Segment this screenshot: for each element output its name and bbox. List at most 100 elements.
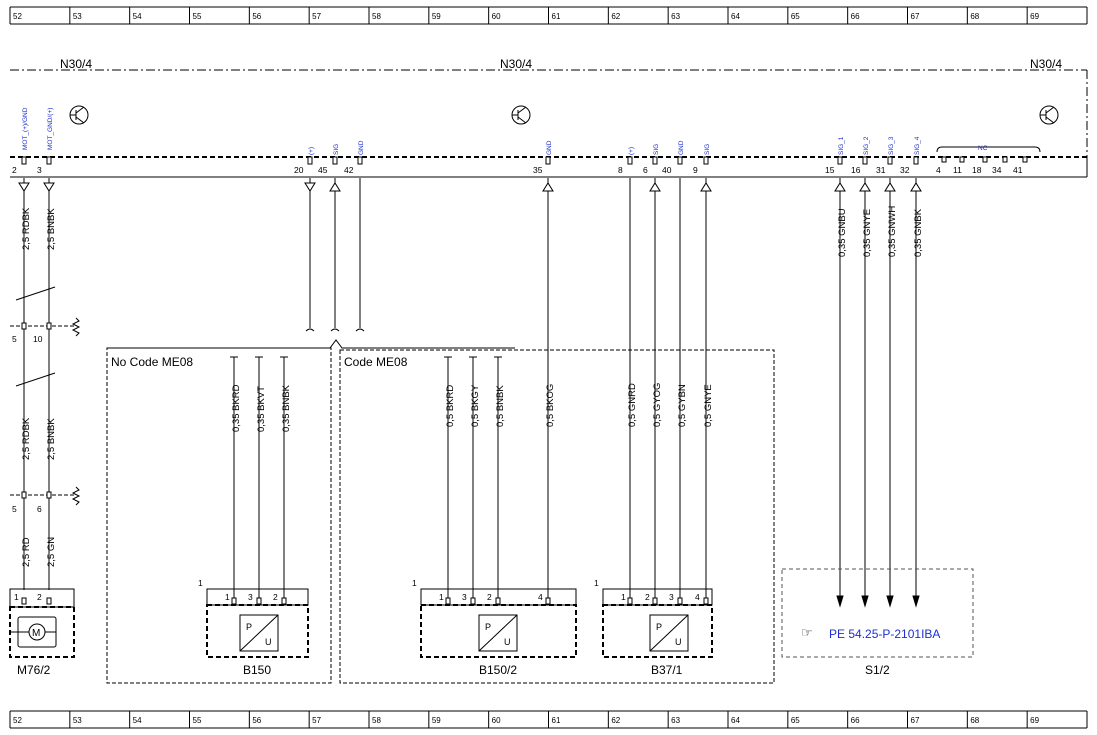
grid-number: 54	[133, 12, 142, 21]
n30-4-label-center: N30/4	[500, 57, 532, 71]
wire-label: 2,5 RDBK	[21, 417, 32, 460]
input-triangle	[859, 182, 871, 192]
grid-number: 69	[1030, 12, 1039, 21]
wire-label: 2,5 BNBK	[46, 208, 57, 250]
b150-pin-2: 2	[273, 592, 278, 602]
grid-number: 64	[731, 716, 740, 725]
pin-number: 20	[294, 165, 304, 175]
grid-number: 58	[372, 716, 381, 725]
b37-1-pin-4: 4	[695, 592, 700, 602]
pin-number: 40	[662, 165, 672, 175]
pin-16-signal: SIG_2	[863, 136, 870, 155]
input-triangle	[834, 182, 846, 192]
pin-2-signal: MOT_(+)/GND	[22, 107, 29, 150]
output-triangle	[43, 182, 55, 192]
component-pin-tab	[495, 597, 501, 605]
component-pin-tab	[231, 597, 237, 605]
wire-label: 0,5 BNBK	[495, 385, 506, 427]
grid-number: 63	[671, 12, 680, 21]
component-pin-tab	[627, 597, 633, 605]
pin-terminal	[545, 156, 551, 165]
s1-2-wiring	[781, 178, 974, 658]
connector-pin: 5	[12, 504, 17, 514]
pin-number: 16	[851, 165, 861, 175]
component-name-m76-2: M76/2	[17, 663, 51, 677]
grid-number: 57	[312, 716, 321, 725]
output-triangle	[18, 182, 30, 192]
b37-1-pin-2: 2	[645, 592, 650, 602]
grid-number: 56	[252, 716, 261, 725]
input-triangle	[542, 182, 554, 192]
input-triangle	[329, 182, 341, 192]
component-pin-tab	[677, 597, 683, 605]
grid-number: 65	[791, 716, 800, 725]
pin-number: 41	[1013, 165, 1023, 175]
grid-number: 67	[911, 716, 920, 725]
b150-corner-pin: 1	[198, 578, 203, 588]
pin-terminal	[357, 156, 363, 165]
component-name-b150-2: B150/2	[479, 663, 517, 677]
input-triangle	[884, 182, 896, 192]
b150-2-pin-1: 1	[439, 592, 444, 602]
grid-number: 54	[133, 716, 142, 725]
grid-number: 55	[193, 12, 202, 21]
wire-label: 0,35 BNBK	[281, 384, 292, 432]
pin-number: 18	[972, 165, 982, 175]
arrowhead	[861, 595, 869, 608]
pin-terminal	[1002, 156, 1008, 163]
pin-42-signal: GND	[358, 140, 365, 155]
b150-2-pin-4: 4	[538, 592, 543, 602]
pin-terminal	[1022, 156, 1028, 163]
pin-15-signal: SIG_1	[838, 136, 845, 155]
pin-terminal	[887, 156, 893, 165]
component-pin-tab	[445, 597, 451, 605]
grid-number: 58	[372, 12, 381, 21]
connector-pin-marker	[21, 491, 27, 499]
pressure-sensor-icon-u: U	[265, 637, 272, 647]
pressure-sensor-icon: P	[485, 622, 491, 632]
pin-terminal	[677, 156, 683, 165]
pin-40-signal: GND	[678, 140, 685, 155]
pin-number: 4	[936, 165, 941, 175]
pin-terminal	[703, 156, 709, 165]
reference-link[interactable]: PE 54.25-P-2101IBA	[829, 627, 940, 641]
pin-terminal	[862, 156, 868, 165]
wire-label: 0,35 BKRD	[231, 384, 242, 432]
grid-number: 66	[851, 716, 860, 725]
grid-number: 66	[851, 12, 860, 21]
grid-number: 61	[552, 12, 561, 21]
n30-4-label-right: N30/4	[1030, 57, 1062, 71]
pin-terminal	[982, 156, 988, 163]
pin-terminal	[652, 156, 658, 165]
grid-number: 56	[252, 12, 261, 21]
connector-pin-marker	[46, 322, 52, 330]
connector-pin: 10	[33, 334, 43, 344]
pin-terminal	[332, 156, 338, 165]
wire-label: 0,5 BKRD	[445, 385, 456, 427]
grid-number: 62	[611, 716, 620, 725]
input-triangle	[700, 182, 712, 192]
grid-number: 55	[193, 716, 202, 725]
b37-1-pin-1: 1	[621, 592, 626, 602]
connector-pin: 6	[37, 504, 42, 514]
pin-32-signal: SIG_4	[914, 136, 921, 155]
grid-number: 67	[911, 12, 920, 21]
b37-1-corner-pin: 1	[594, 578, 599, 588]
arrowhead	[886, 595, 894, 608]
pin-31-signal: SIG_3	[888, 136, 895, 155]
pin-number: 3	[37, 165, 42, 175]
grid-number: 53	[73, 716, 82, 725]
pin-terminal	[46, 156, 52, 165]
wire-label: 0,35 GNWH	[887, 206, 898, 257]
grid-number: 59	[432, 716, 441, 725]
me08-wiring	[106, 178, 775, 684]
nc-bracket: NC	[936, 145, 1041, 153]
component-name-b150: B150	[243, 663, 271, 677]
component-pin-tab	[545, 597, 551, 605]
input-triangle	[649, 182, 661, 192]
pin-number: 2	[12, 165, 17, 175]
grid-number: 61	[552, 716, 561, 725]
grid-number: 52	[13, 12, 22, 21]
b37-1-pin-3: 3	[669, 592, 674, 602]
